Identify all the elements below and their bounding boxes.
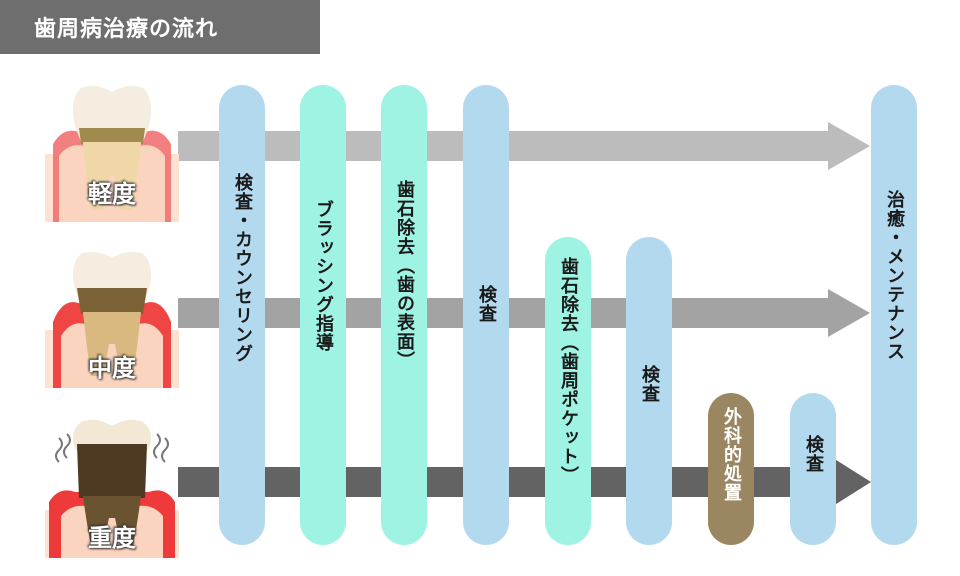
stage-mild: 軽度	[45, 84, 179, 222]
step-label: 検査	[639, 365, 660, 403]
step-label: ブラッシング指導	[313, 200, 334, 352]
step-label: 検査	[803, 435, 824, 473]
step-label: 検査・カウンセリング	[232, 173, 253, 363]
step-label: 検査	[476, 285, 497, 323]
step-label: 治癒・メンテナンス	[884, 190, 905, 361]
step-surgery: 外科的処置	[708, 393, 754, 545]
stage-label: 重度	[88, 524, 136, 552]
stage-label: 中度	[88, 354, 136, 382]
step-exam-counseling: 検査・カウンセリング	[219, 85, 265, 545]
step-label: 歯石除去（歯周ポケット）	[558, 257, 579, 485]
step-exam-3: 検査	[790, 393, 836, 545]
stage-severe: 重度	[45, 418, 179, 558]
step-scaling-surface: 歯石除去（歯の表面）	[381, 85, 427, 545]
step-scaling-pocket: 歯石除去（歯周ポケット）	[545, 237, 591, 545]
step-label: 歯石除去（歯の表面）	[394, 180, 415, 370]
tooth-mild-icon	[45, 85, 179, 222]
step-label: 外科的処置	[721, 407, 742, 502]
page-title: 歯周病治療の流れ	[0, 0, 320, 54]
step-brushing-guidance: ブラッシング指導	[300, 85, 346, 545]
tooth-moderate-icon	[45, 251, 179, 388]
stage-moderate: 中度	[45, 250, 179, 388]
step-cure-maintenance: 治癒・メンテナンス	[871, 85, 917, 545]
stage-label: 軽度	[88, 180, 136, 208]
tooth-severe-icon	[45, 419, 179, 558]
step-exam-2: 検査	[626, 237, 672, 545]
step-exam-1: 検査	[463, 85, 509, 545]
